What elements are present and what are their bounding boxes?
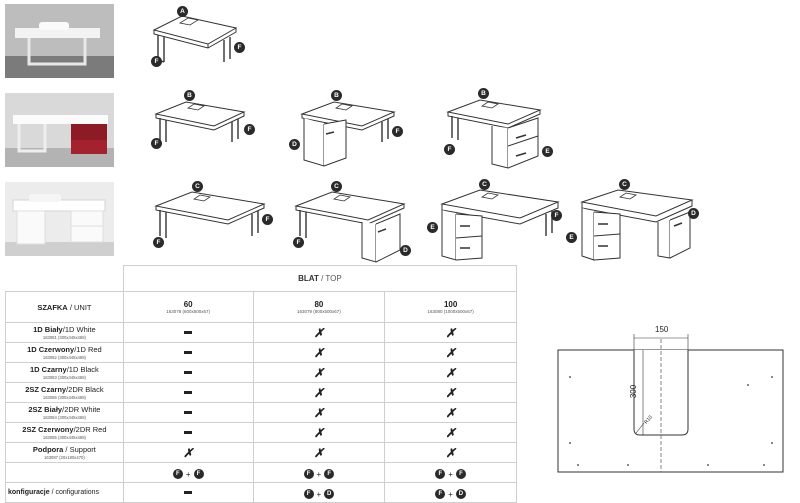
config-cell: F+D bbox=[252, 482, 386, 503]
compat-cell: ✗ bbox=[384, 382, 517, 403]
unit-header: SZAFKA / UNIT bbox=[5, 291, 124, 323]
compat-cell: ✗ bbox=[384, 322, 517, 343]
badge-C: C bbox=[479, 179, 490, 190]
badge-F: F bbox=[324, 469, 335, 479]
compat-cell: ✗ bbox=[252, 422, 386, 443]
badge-D: D bbox=[688, 208, 699, 219]
badge-F: F bbox=[193, 469, 204, 479]
compat-cell bbox=[122, 402, 254, 423]
config-diagram-C1 bbox=[152, 188, 268, 249]
config-diagram-C2 bbox=[292, 188, 408, 269]
badge-E: E bbox=[566, 232, 577, 243]
height-dimension-label: 300 bbox=[629, 384, 639, 399]
badge-F: F bbox=[444, 144, 455, 155]
badge-D: D bbox=[324, 489, 335, 499]
badge-F: F bbox=[303, 469, 314, 479]
config-diagram-B3 bbox=[444, 96, 544, 175]
badge-F: F bbox=[151, 138, 162, 149]
config-cell bbox=[122, 482, 254, 503]
badge-F: F bbox=[234, 42, 245, 53]
config-diagram-A bbox=[150, 12, 240, 77]
compat-cell: ✗ bbox=[252, 322, 386, 343]
badge-F: F bbox=[244, 124, 255, 135]
compat-cell: ✗ bbox=[252, 382, 386, 403]
compat-cell: ✗ bbox=[384, 362, 517, 383]
config-diagram-B1 bbox=[152, 98, 248, 151]
compat-cell: ✗ bbox=[384, 342, 517, 363]
config-diagram-C4 bbox=[578, 186, 696, 271]
compat-cell bbox=[122, 362, 254, 383]
badge-F: F bbox=[293, 237, 304, 248]
badge-D: D bbox=[455, 489, 466, 499]
config-diagram-B2 bbox=[298, 98, 398, 173]
badge-F: F bbox=[392, 126, 403, 137]
badge-F: F bbox=[551, 210, 562, 221]
badge-C: C bbox=[619, 179, 630, 190]
badge-E: E bbox=[427, 222, 438, 233]
compat-cell: ✗ bbox=[252, 362, 386, 383]
compat-cell bbox=[122, 382, 254, 403]
compat-cell bbox=[122, 322, 254, 343]
product-photo-white-cabinet bbox=[5, 182, 114, 256]
configurations-label: konfiguracje / configurations bbox=[8, 489, 100, 496]
compat-cell: ✗ bbox=[252, 402, 386, 423]
badge-D: D bbox=[400, 245, 411, 256]
badge-B: B bbox=[184, 90, 195, 101]
compat-cell: ✗ bbox=[252, 442, 386, 463]
compat-cell: ✗ bbox=[384, 422, 517, 443]
badge-D: D bbox=[289, 139, 300, 150]
config-cell: F+F bbox=[252, 462, 386, 483]
badge-C: C bbox=[331, 181, 342, 192]
top-header: BLAT / TOP bbox=[122, 265, 518, 292]
badge-B: B bbox=[478, 88, 489, 99]
config-cell: F+F bbox=[384, 462, 517, 483]
width-dimension-label: 150 bbox=[655, 325, 669, 334]
badge-C: C bbox=[192, 181, 203, 192]
config-diagram-C3 bbox=[438, 186, 562, 271]
badge-F: F bbox=[435, 489, 446, 499]
badge-F: F bbox=[435, 469, 446, 479]
compat-cell: ✗ bbox=[384, 442, 517, 463]
badge-B: B bbox=[331, 90, 342, 101]
compat-cell bbox=[122, 342, 254, 363]
badge-F: F bbox=[455, 469, 466, 479]
badge-F: F bbox=[303, 489, 314, 499]
product-photo-white-basin bbox=[5, 4, 114, 78]
compat-cell: ✗ bbox=[384, 402, 517, 423]
product-photo-red-cabinet bbox=[5, 93, 114, 167]
compat-cell: ✗ bbox=[122, 442, 254, 463]
cutout-drawing: 150 300 R10 bbox=[548, 325, 793, 480]
compat-cell bbox=[122, 422, 254, 443]
badge-F: F bbox=[153, 237, 164, 248]
badge-F: F bbox=[172, 469, 183, 479]
badge-A: A bbox=[177, 6, 188, 17]
badge-E: E bbox=[542, 146, 553, 157]
config-cell: F+D bbox=[384, 482, 517, 503]
config-cell: F+F bbox=[122, 462, 254, 483]
badge-F: F bbox=[151, 56, 162, 67]
compat-cell: ✗ bbox=[252, 342, 386, 363]
badge-F: F bbox=[262, 214, 273, 225]
